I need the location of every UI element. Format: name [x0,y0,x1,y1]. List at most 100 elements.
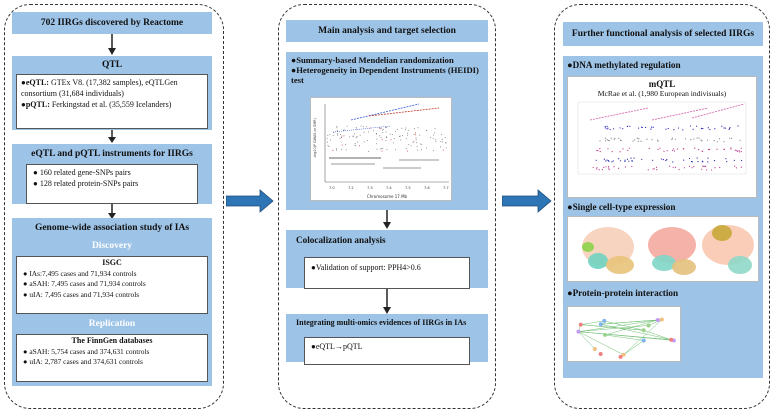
smr-section: ●Summary-based Mendelian randomization ●… [286,52,488,210]
scatter-point [405,148,407,150]
scatter-point [434,128,436,130]
scatter-point [341,144,343,146]
scatter-point [416,142,418,144]
mqtl-point [666,150,668,152]
mqtl-point [618,167,620,169]
mqtl-point [705,169,708,171]
mqtl-point [713,160,716,162]
scatter-point [417,127,419,129]
mqtl-point [648,147,650,150]
ppi-edge [580,320,605,325]
scatter-point [385,140,387,142]
mqtl-point [701,150,704,153]
mqtl-point [624,166,627,168]
mqtl-point [665,128,667,130]
mqtl-point [617,158,620,160]
mqtl-point [624,160,626,163]
scatter-point [354,144,356,146]
mqtl-point [714,167,716,169]
scatter-point [366,139,368,141]
panel-functional-analysis [554,4,770,409]
mqtl-point [683,148,685,150]
mqtl-point [624,159,626,161]
mqtl-point [652,126,654,128]
mqtl-point [596,167,598,169]
scatter-point [355,128,357,130]
scatter-point [379,127,381,129]
scatter-point [343,135,345,137]
scatter-point [408,143,410,145]
x-tick-label: 7.2 [348,186,354,190]
umap-cluster [728,256,752,274]
mqtl-point [677,127,680,129]
mqtl-point [702,127,704,130]
mqtl-point [690,139,692,141]
arrow-col2-to-col3 [502,189,552,213]
ppi-node [669,337,674,342]
scatter-point [399,135,401,137]
mqtl-point [708,148,710,151]
qtl-section: QTL ●eQTL: GTEx V8. (17,382 samples), eQ… [12,56,212,130]
mqtl-point [669,165,671,167]
x-tick-label: 7.6 [424,186,430,190]
mqtl-point [707,127,709,129]
scatter-point [432,137,434,139]
arrow-col1-to-col2 [226,189,274,213]
mqtl-point [640,140,642,142]
mqtl-point [673,150,676,152]
scatter-point [401,127,403,129]
mqtl-point [729,137,731,139]
mqtl-point [653,168,655,170]
mqtl-point [620,139,622,142]
mqtl-point [740,147,742,149]
scatter-point [380,127,382,129]
mqtl-point [738,151,741,153]
ppi-edge [578,331,624,355]
scatter-point [329,133,331,135]
mqtl-point [627,149,629,152]
isgc-item: ● aSAH: 7,495 cases and 71,934 controls [23,279,146,288]
scatter-point [444,137,446,139]
finngen-item: ● uIA: 2,787 cases and 374,631 controls [23,357,143,366]
mqtl-point [604,140,607,142]
mqtl-point [656,169,658,171]
mqtl-point [678,168,680,171]
replication-label: Replication [88,319,136,329]
integrate-box: ●eQTL→pQTL [304,337,470,365]
mqtl-point [608,139,611,142]
ppi-node [646,323,651,328]
mqtl-point [607,160,609,162]
mqtl-point [671,137,673,139]
mqtl-point [611,161,613,163]
mqtl-point [610,137,612,139]
mqtl-point [595,159,597,161]
ppi-node [602,318,607,323]
umap-cluster [648,227,696,263]
mqtl-point [619,127,621,129]
scatter-point [343,129,345,131]
mqtl-point [613,138,615,141]
scatter-point [421,143,423,145]
scatter-point [445,147,447,149]
mqtl-point [692,128,694,130]
x-tick-label: 7.4 [386,186,392,190]
mqtl-point [651,126,653,128]
mqtl-point [740,159,743,162]
scatter-point [366,126,368,128]
scatter-point [410,145,412,147]
scatter-point [416,145,418,147]
scatter-point [353,135,355,137]
smr-signal-line [332,125,392,133]
mqtl-point [676,148,679,150]
scatter-point [404,129,406,131]
mqtl-point [672,166,674,168]
mqtl-point [614,137,616,139]
mqtl-point [723,141,725,143]
mqtl-point [659,147,661,149]
scatter-point [337,134,339,136]
mqtl-point [736,150,738,152]
single-cell-heading: ●Single cell-type expression [567,202,676,212]
scatter-point [354,133,356,135]
mqtl-point [698,137,700,139]
ppi-edge [580,324,644,331]
